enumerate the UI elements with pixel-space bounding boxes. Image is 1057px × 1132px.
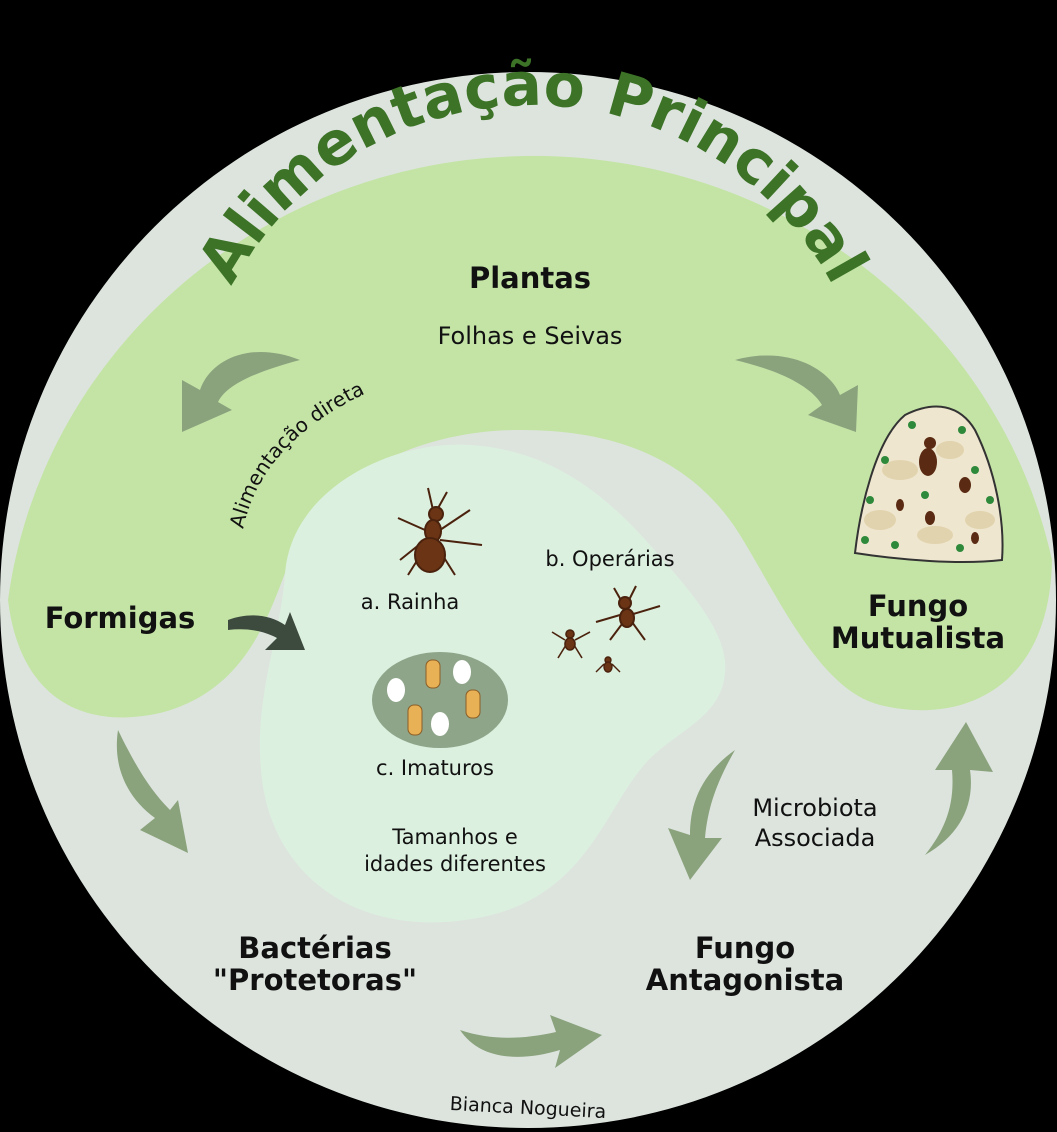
fungus-mutualist-label: Fungo Mutualista: [808, 590, 1028, 654]
plants-subtitle: Folhas e Seivas: [380, 322, 680, 350]
colony-note: Tamanhos e idades diferentes: [340, 824, 570, 878]
bacteria-line1: Bactérias: [200, 932, 430, 964]
ants-label: Formigas: [30, 602, 210, 634]
queen-label: a. Rainha: [345, 590, 475, 614]
colony-note-line2: idades diferentes: [340, 851, 570, 878]
microbiota-line2: Associada: [735, 823, 895, 853]
plants-title: Plantas: [430, 262, 630, 294]
colony-note-line1: Tamanhos e: [340, 824, 570, 851]
fungus-antagonist-label: Fungo Antagonista: [620, 932, 870, 996]
microbiota-label: Microbiota Associada: [735, 793, 895, 853]
fungus-antagonist-line1: Fungo: [620, 932, 870, 964]
workers-label: b. Operárias: [525, 547, 695, 571]
bacteria-line2: "Protetoras": [200, 964, 430, 996]
fungus-mutualist-line1: Fungo: [808, 590, 1028, 622]
fungus-mutualist-line2: Mutualista: [808, 622, 1028, 654]
immatures-label: c. Imaturos: [360, 756, 510, 780]
fungus-antagonist-line2: Antagonista: [620, 964, 870, 996]
microbiota-line1: Microbiota: [735, 793, 895, 823]
bacteria-label: Bactérias "Protetoras": [200, 932, 430, 996]
